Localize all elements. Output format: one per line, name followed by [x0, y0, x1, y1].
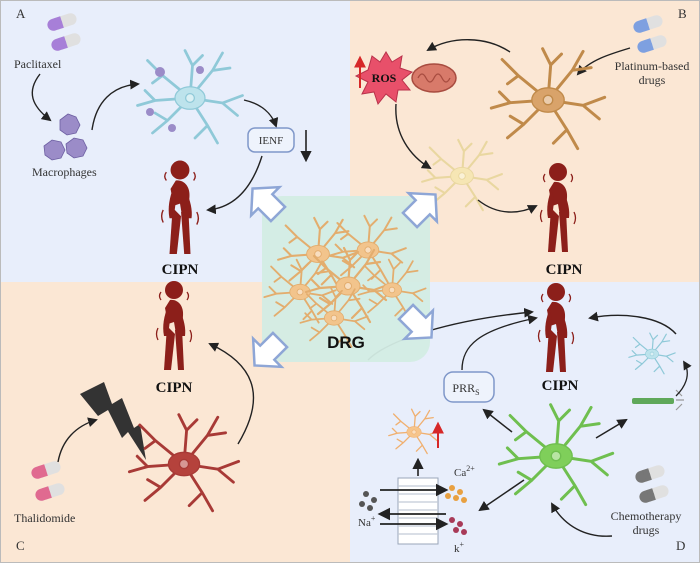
chemotherapy-label-line1: Chemotherapy: [611, 509, 682, 523]
arrow-neuron-to-cipn-c: [208, 342, 255, 445]
k-ion-sup: +: [460, 540, 465, 549]
ros-burst-icon: [354, 51, 414, 106]
arrow-thalidomide-to-lightning: [57, 417, 98, 463]
prrs-main: PRR: [452, 381, 475, 395]
ca-ion-text: Ca: [454, 467, 466, 479]
cipn-label-d: CIPN: [542, 378, 579, 394]
arrow-axon-to-small-neuron: [675, 360, 692, 397]
arrow-neuron-to-axon: [595, 418, 628, 439]
membrane-ion-channel-icon: [397, 477, 439, 545]
macrophage-cells: [43, 113, 88, 161]
paclitaxel-label: Paclitaxel: [14, 57, 62, 71]
chemotherapy-label-line2: drugs: [633, 523, 660, 537]
arrow-platinum-to-neuron: [576, 47, 631, 76]
panel-a-letter: A: [16, 6, 26, 21]
k-ion-label: k+: [454, 540, 465, 555]
ros-label: ROS: [372, 71, 397, 85]
arrow-macrophages-to-neuron: [91, 79, 140, 131]
platinum-label-line2: drugs: [639, 73, 666, 87]
arrow-ienf-to-cipn-a: [206, 155, 263, 215]
ienf-label: IENF: [259, 135, 283, 147]
arrow-neuron-to-prrs: [482, 408, 513, 433]
arrow-paclitaxel-to-macrophages: [31, 73, 52, 122]
k-ion-text: k: [454, 543, 460, 555]
arrow-neuron-to-mito: [426, 39, 511, 53]
ienf-box: [247, 127, 295, 153]
lightning-bolt-icon: [80, 382, 146, 460]
na-ion-dots: [359, 491, 377, 511]
macrophages-label: Macrophages: [32, 165, 97, 179]
prrs-box: [443, 371, 495, 403]
arrow-damaged-to-cipn-b: [477, 199, 538, 214]
arrow-chemo-to-neuron: [551, 502, 613, 537]
na-ion-sup: +: [371, 514, 376, 523]
cipn-label-c: CIPN: [156, 380, 193, 396]
cipn-label-a: CIPN: [162, 262, 199, 278]
na-ion-text: Na: [358, 517, 371, 529]
prrs-sub: S: [475, 388, 479, 397]
arrow-neuron-to-channel: [478, 479, 525, 512]
platinum-label-line1: Platinum-based: [615, 59, 690, 73]
thalidomide-label: Thalidomide: [14, 511, 75, 525]
arrow-prrs-to-cipn-d: [461, 314, 538, 371]
ca-ion-sup: 2+: [466, 464, 475, 473]
macrophage-attack-dots: [146, 66, 204, 132]
cipn-label-b: CIPN: [546, 262, 583, 278]
ca-ion-dots: [445, 485, 467, 503]
panel-d-letter: D: [676, 538, 685, 553]
prrs-label: PRRS: [452, 381, 479, 397]
panel-c-letter: C: [16, 538, 25, 553]
k-ion-dots: [449, 517, 467, 535]
arrow-neuron-to-ienf: [243, 99, 279, 128]
panel-b-letter: B: [678, 6, 687, 21]
arrow-small-neuron-to-cipn-d: [588, 311, 677, 335]
mitochondrion-icon: [411, 63, 457, 93]
drg-label: DRG: [327, 333, 365, 352]
na-ion-label: Na+: [358, 514, 376, 529]
ca-ion-label: Ca2+: [454, 464, 475, 479]
arrow-ros-to-neuron: [395, 103, 432, 170]
